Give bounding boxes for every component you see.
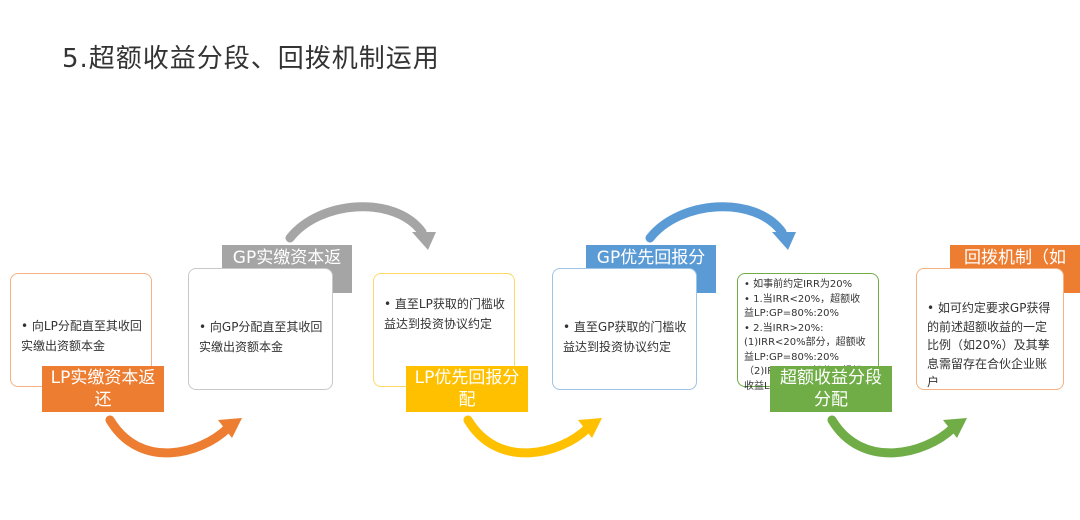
step-4-box: • 直至GP获取的门槛收益达到投资协议约定 [552,268,697,390]
step-5-line-3: • 2.当IRR>20%:(1)IRR<20%部分，超额收益LP:GP=80%:… [744,322,866,363]
step-3-label: LP优先回报分配 [406,366,528,412]
arrow-4-to-5 [645,202,787,243]
arrow-2-to-3 [285,202,427,243]
arrow-1-head [218,418,242,438]
step-1-label: LP实缴资本返还 [42,366,164,412]
step-5-line-1: • 如事前约定IRR为20% [744,279,853,290]
arrow-2-head [412,232,436,250]
step-5-label: 超额收益分段分配 [770,366,892,412]
arrow-1-to-2 [105,415,233,458]
step-1-desc: • 向LP分配直至其收回实缴出资额本金 [21,319,142,354]
step-6-desc: • 如可约定要求GP获得的前述超额收益的一定比例（如20%）及其孳息需留存在合伙… [927,301,1051,390]
step-3-desc: • 直至LP获取的门槛收益达到投资协议约定 [384,297,505,332]
step-4-desc: • 直至GP获取的门槛收益达到投资协议约定 [563,320,687,355]
step-2-desc: • 向GP分配直至其收回实缴出资额本金 [199,320,323,355]
step-5-line-2: • 1.当IRR<20%，超额收益LP:GP=80%:20% [744,293,861,320]
arrow-3-head [578,418,602,438]
arrow-3-to-4 [463,415,593,458]
step-6-box: • 如可约定要求GP获得的前述超额收益的一定比例（如20%）及其孳息需留存在合伙… [916,268,1064,390]
arrow-4-head [772,232,796,250]
arrow-5-head [943,418,967,438]
step-2-box: • 向GP分配直至其收回实缴出资额本金 [188,268,333,390]
page-title: 5.超额收益分段、回拨机制运用 [62,44,440,74]
arrow-5-to-6 [827,415,958,458]
